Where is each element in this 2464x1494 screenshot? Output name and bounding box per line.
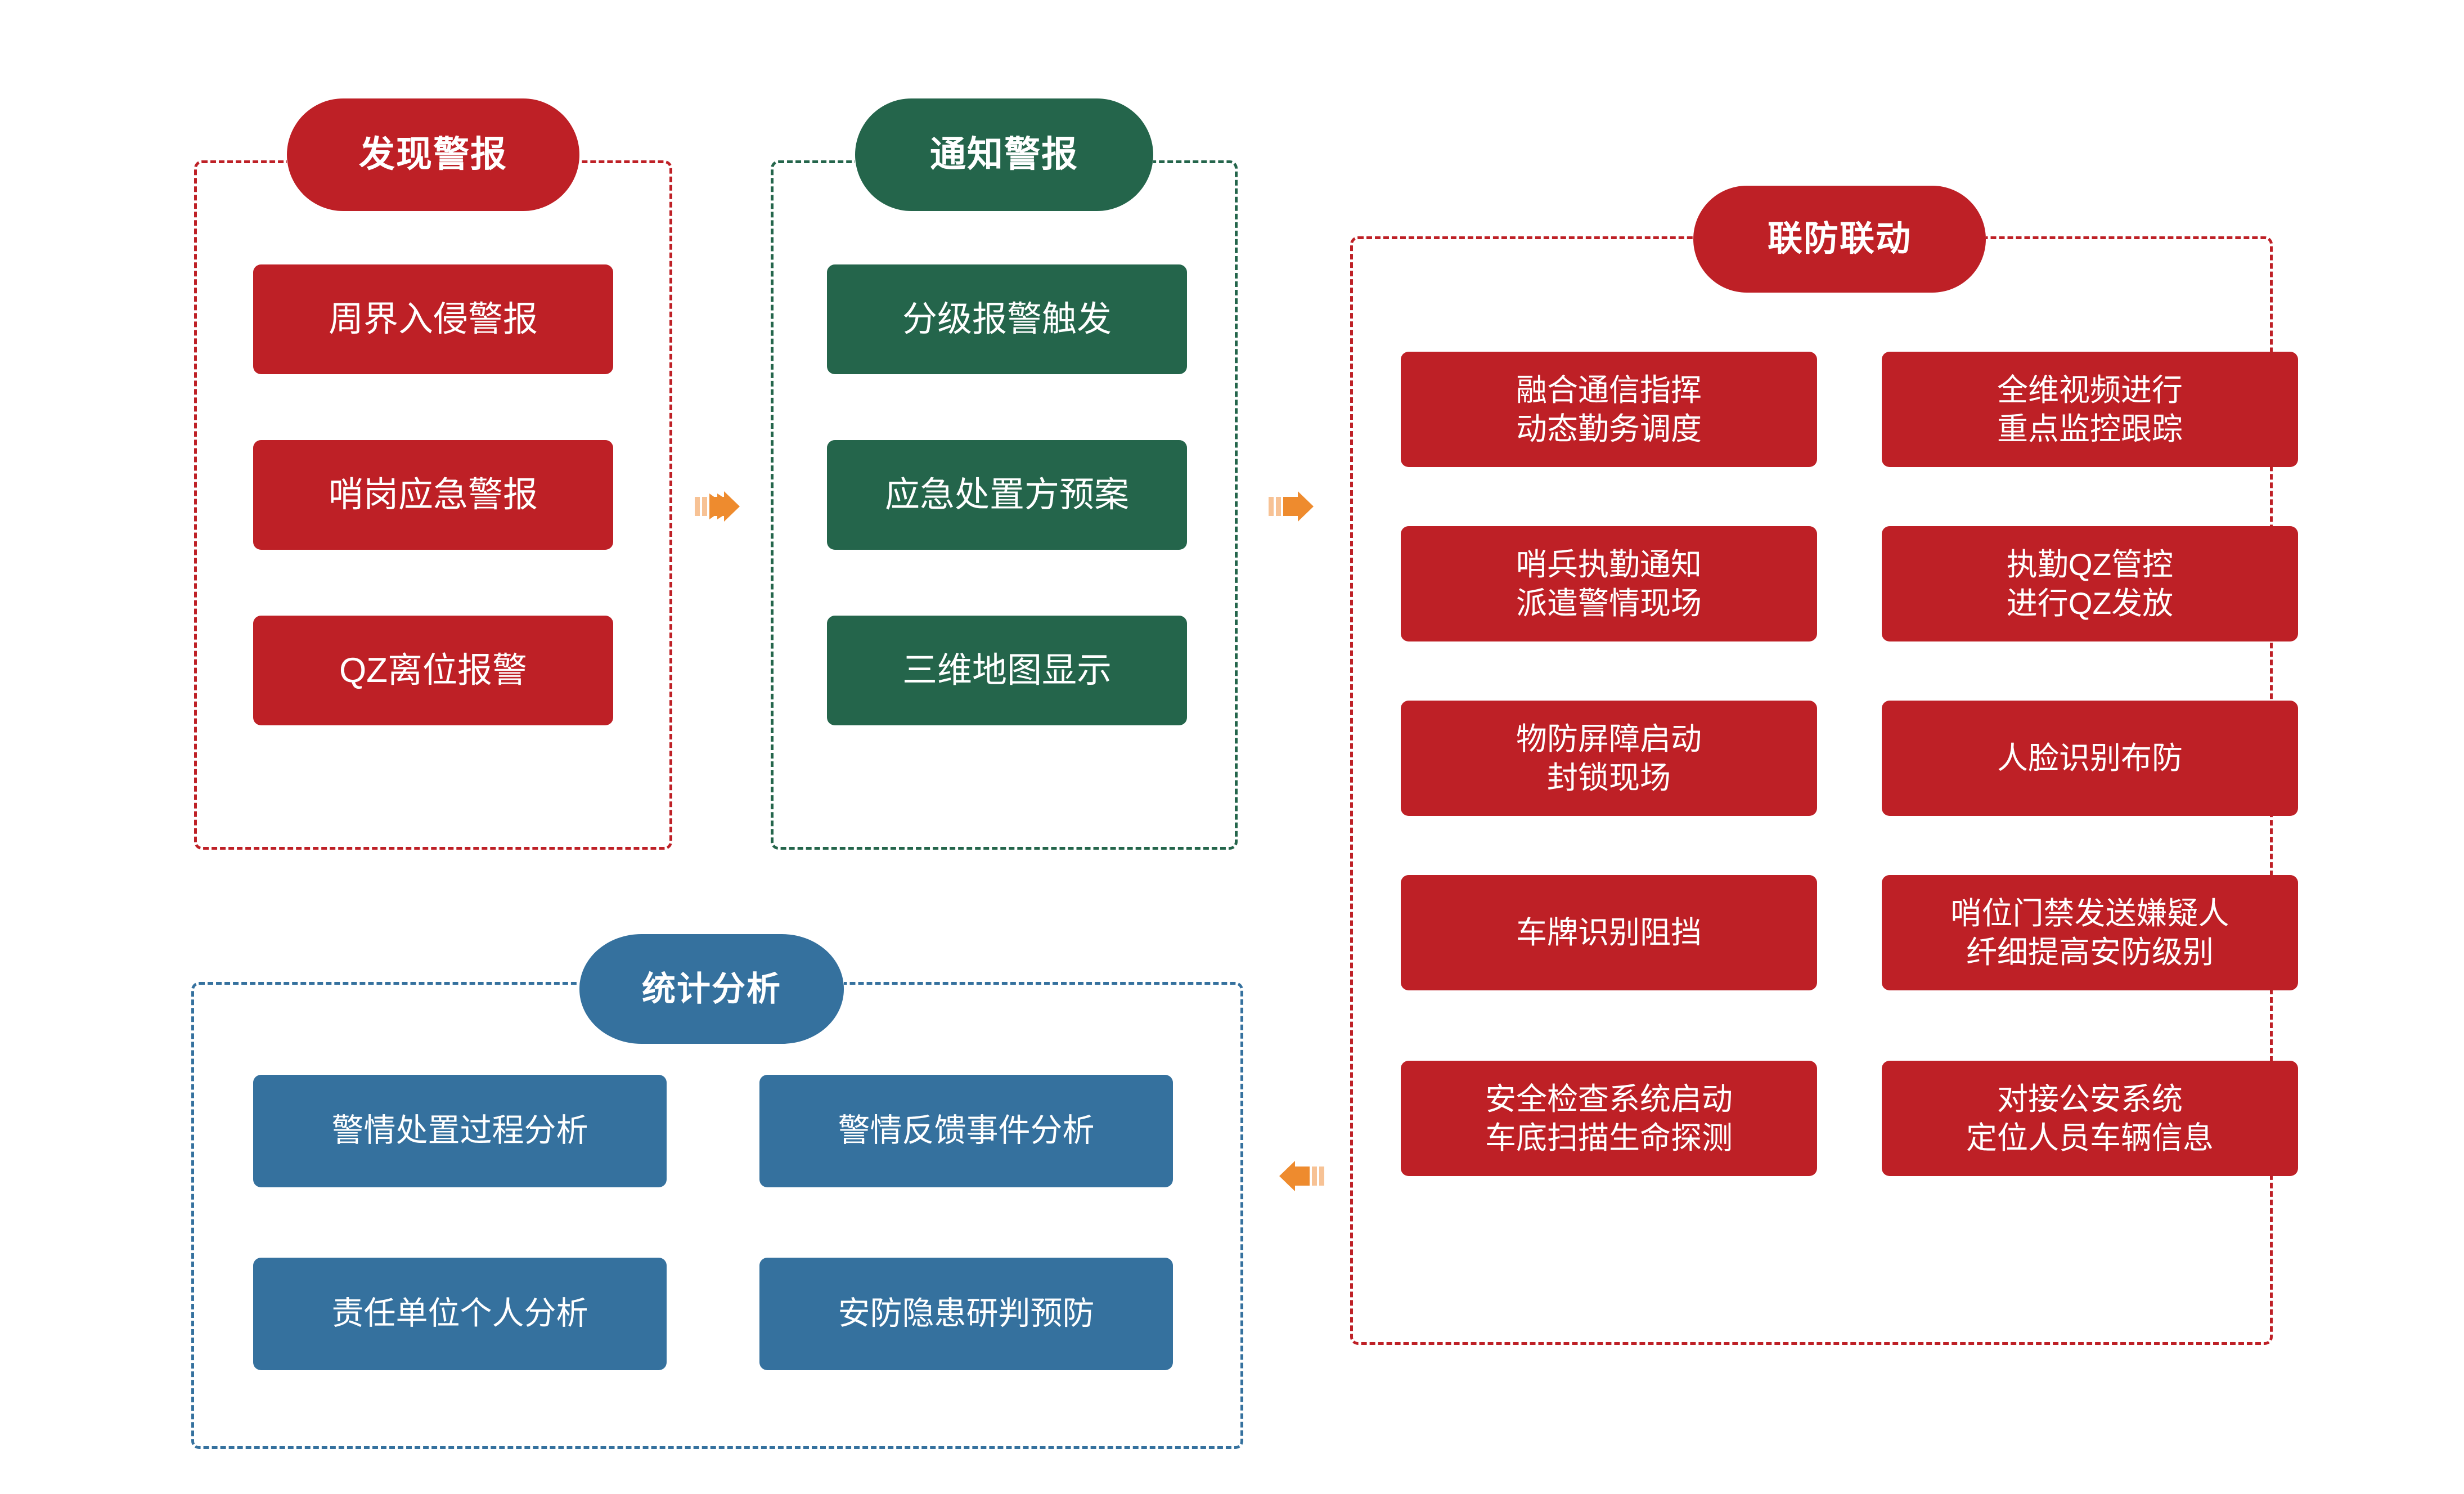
item-box-qz-offpost-alarm[interactable]: QZ离位报警 bbox=[253, 616, 613, 725]
panel-header-discover-alarm[interactable]: 发现警报 bbox=[287, 98, 579, 211]
item-box-omnidirectional-video-tracking[interactable]: 全维视频进行 重点监控跟踪 bbox=[1882, 352, 2298, 467]
item-box-sentry-duty-notice[interactable]: 哨兵执勤通知 派遣警情现场 bbox=[1401, 526, 1817, 641]
item-box-duty-qz-control[interactable]: 执勤QZ管控 进行QZ发放 bbox=[1882, 526, 2298, 641]
item-box-3d-map-display[interactable]: 三维地图显示 bbox=[827, 616, 1187, 725]
item-box-security-check-undercar-scan[interactable]: 安全检查系统启动 车底扫描生命探测 bbox=[1401, 1061, 1817, 1176]
item-box-sentry-emergency-alarm[interactable]: 哨岗应急警报 bbox=[253, 440, 613, 550]
item-box-alarm-feedback-event-analysis[interactable]: 警情反馈事件分析 bbox=[759, 1075, 1173, 1187]
panel-header-statistics-analysis[interactable]: 统计分析 bbox=[579, 934, 844, 1044]
item-box-fusion-comm-command[interactable]: 融合通信指挥 动态勤务调度 bbox=[1401, 352, 1817, 467]
arrow-joint-to-statistics-icon bbox=[1277, 1156, 1324, 1196]
item-box-emergency-plan[interactable]: 应急处置方预案 bbox=[827, 440, 1187, 550]
item-box-physical-barrier-lockdown[interactable]: 物防屏障启动 封锁现场 bbox=[1401, 701, 1817, 816]
item-box-graded-alarm-trigger[interactable]: 分级报警触发 bbox=[827, 264, 1187, 374]
arrow-notify-to-joint-icon bbox=[1269, 487, 1316, 526]
item-box-post-access-suspect-alert[interactable]: 哨位门禁发送嫌疑人 纤细提高安防级别 bbox=[1882, 875, 2298, 990]
item-box-alarm-handling-process-analysis[interactable]: 警情处置过程分析 bbox=[253, 1075, 667, 1187]
panel-statistics-analysis bbox=[191, 982, 1243, 1449]
panel-header-joint-defense[interactable]: 联防联动 bbox=[1693, 186, 1986, 293]
arrow-discover-to-notify-icon bbox=[695, 487, 742, 526]
panel-header-notify-alarm[interactable]: 通知警报 bbox=[855, 98, 1153, 211]
item-box-license-plate-blocking[interactable]: 车牌识别阻挡 bbox=[1401, 875, 1817, 990]
item-box-security-hazard-prevention[interactable]: 安防隐患研判预防 bbox=[759, 1258, 1173, 1370]
item-box-face-recognition-defense[interactable]: 人脸识别布防 bbox=[1882, 701, 2298, 816]
item-box-public-security-system-link[interactable]: 对接公安系统 定位人员车辆信息 bbox=[1882, 1061, 2298, 1176]
item-box-responsible-unit-person-analysis[interactable]: 责任单位个人分析 bbox=[253, 1258, 667, 1370]
item-box-perimeter-intrusion-alarm[interactable]: 周界入侵警报 bbox=[253, 264, 613, 374]
